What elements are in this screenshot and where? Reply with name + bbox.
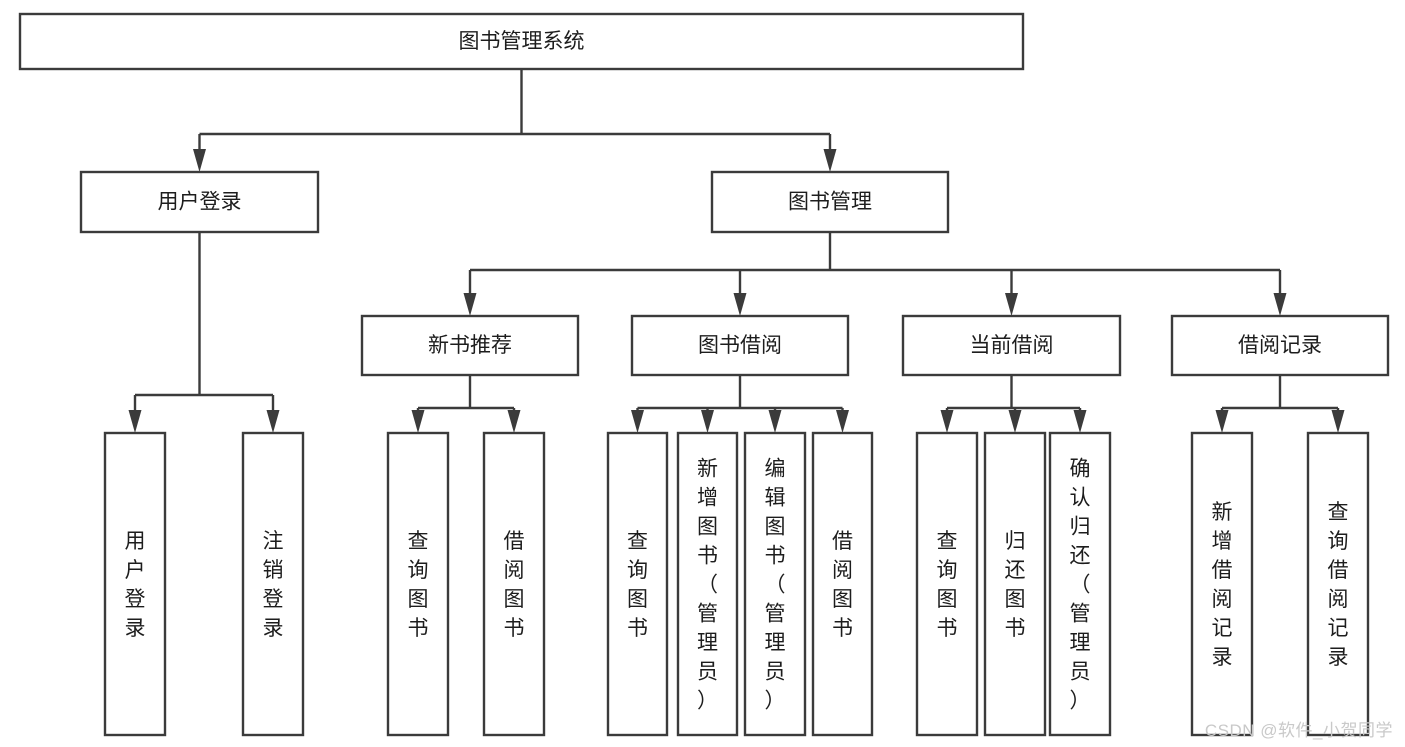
node-label: 编辑图书（管理员） (765, 458, 786, 713)
node-label: 查询图书 (627, 530, 648, 640)
arrow-head-icon (507, 410, 521, 433)
node-label: 图书管理系统 (459, 30, 585, 53)
node-box (983, 431, 1047, 737)
node-box (1306, 431, 1370, 737)
node-box (1170, 314, 1390, 377)
connector-user-login (128, 232, 280, 433)
node-label: 新增图书（管理员） (697, 458, 718, 713)
arrow-head-icon (836, 410, 849, 433)
connector-layer (128, 69, 1345, 433)
arrow-head-icon (768, 410, 782, 433)
node-root[interactable]: 图书管理系统 (18, 12, 1025, 71)
connector-borrow-record (1215, 375, 1345, 433)
node-label: 借阅记录 (1238, 334, 1322, 357)
csdn-watermark: CSDN @软件_小贺同学 (1204, 721, 1393, 740)
node-label: 借阅图书 (832, 530, 853, 640)
node-box (18, 12, 1025, 71)
node-box (901, 314, 1122, 377)
node-leaf-add-borrow-record[interactable]: 新增借阅记录 (1190, 431, 1254, 737)
node-label: 用户登录 (125, 530, 146, 640)
node-box (1048, 431, 1112, 737)
node-leaf-logout[interactable]: 注销登录 (241, 431, 305, 737)
arrow-head-icon (631, 410, 644, 433)
arrow-head-icon (701, 410, 714, 433)
node-label: 注销登录 (263, 530, 284, 640)
arrow-head-icon (411, 410, 425, 433)
node-new-book-recommend[interactable]: 新书推荐 (360, 314, 580, 377)
node-box (915, 431, 979, 737)
arrow-head-icon (193, 149, 206, 172)
node-current-borrow[interactable]: 当前借阅 (901, 314, 1122, 377)
node-box (386, 431, 450, 737)
node-leaf-confirm-return-admin[interactable]: 确认归还（管理员） (1048, 431, 1112, 737)
arrow-head-icon (266, 410, 280, 433)
node-label: 图书借阅 (698, 334, 782, 357)
connector-book-manage (463, 232, 1287, 316)
arrow-head-icon (1331, 410, 1345, 433)
arrow-head-icon (1273, 293, 1287, 316)
node-leaf-edit-book-admin[interactable]: 编辑图书（管理员） (743, 431, 807, 737)
node-label: 当前借阅 (970, 334, 1054, 357)
node-layer: 图书管理系统用户登录图书管理新书推荐图书借阅当前借阅借阅记录用户登录注销登录查询… (18, 12, 1390, 737)
arrow-head-icon (1005, 293, 1018, 316)
node-label: 图书管理 (788, 191, 872, 214)
node-label: 查询图书 (937, 530, 958, 640)
node-box (710, 170, 950, 234)
node-box (79, 170, 320, 234)
arrow-head-icon (733, 293, 747, 316)
arrow-head-icon (1215, 410, 1229, 433)
node-label: 新书推荐 (428, 334, 512, 357)
connector-current-borrow (940, 375, 1087, 433)
arrow-head-icon (128, 410, 142, 433)
node-box (606, 431, 669, 737)
arrow-head-icon (463, 293, 477, 316)
node-user-login[interactable]: 用户登录 (79, 170, 320, 234)
node-box (630, 314, 850, 377)
node-box (360, 314, 580, 377)
node-leaf-query-borrow-record[interactable]: 查询借阅记录 (1306, 431, 1370, 737)
node-leaf-borrow-book[interactable]: 借阅图书 (811, 431, 874, 737)
node-label: 归还图书 (1005, 530, 1026, 640)
node-label: 新增借阅记录 (1212, 501, 1233, 669)
node-label: 查询图书 (408, 530, 429, 640)
arrow-head-icon (1073, 410, 1087, 433)
node-leaf-borrow-query-book[interactable]: 查询图书 (606, 431, 669, 737)
node-label: 用户登录 (158, 191, 242, 214)
node-box (482, 431, 546, 737)
node-leaf-user-login[interactable]: 用户登录 (103, 431, 167, 737)
node-leaf-current-query-book[interactable]: 查询图书 (915, 431, 979, 737)
node-borrow-record[interactable]: 借阅记录 (1170, 314, 1390, 377)
arrow-head-icon (823, 149, 837, 172)
node-box (1190, 431, 1254, 737)
node-box (811, 431, 874, 737)
node-book-borrow[interactable]: 图书借阅 (630, 314, 850, 377)
node-leaf-return-book[interactable]: 归还图书 (983, 431, 1047, 737)
arrow-head-icon (940, 410, 954, 433)
node-leaf-recommend-borrow-book[interactable]: 借阅图书 (482, 431, 546, 737)
node-label: 确认归还（管理员） (1070, 458, 1091, 713)
node-box (103, 431, 167, 737)
node-label: 借阅图书 (504, 530, 525, 640)
node-leaf-add-book-admin[interactable]: 新增图书（管理员） (676, 431, 739, 737)
connector-root (193, 69, 837, 172)
node-leaf-recommend-query-book[interactable]: 查询图书 (386, 431, 450, 737)
connector-new-book-recommend (411, 375, 521, 433)
node-box (743, 431, 807, 737)
node-book-manage[interactable]: 图书管理 (710, 170, 950, 234)
node-box (676, 431, 739, 737)
arrow-head-icon (1008, 410, 1022, 433)
node-box (241, 431, 305, 737)
node-label: 查询借阅记录 (1328, 501, 1349, 669)
connector-book-borrow (631, 375, 849, 433)
